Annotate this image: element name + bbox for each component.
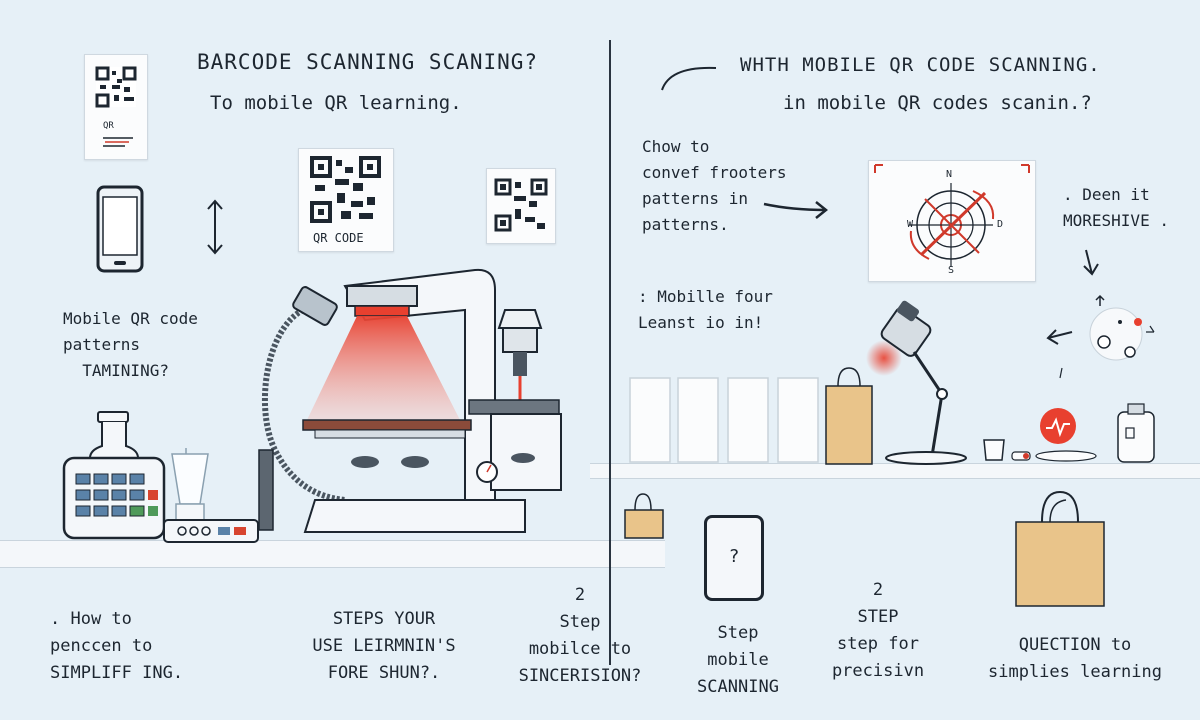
barcode-lines-icon [103, 137, 133, 147]
compass-n: N [946, 169, 953, 180]
compass-s: S [948, 265, 955, 276]
shopping-bag-shelf-icon [825, 367, 873, 465]
qr-code-icon [95, 66, 137, 108]
arrow-right-icon [763, 201, 829, 219]
right-subheading: in mobile QR codes scanin.? [783, 92, 1092, 114]
up-down-arrow-icon [207, 199, 223, 255]
step-caption-2: STEPS YOUR USE LEIRMNIN'S FORE SHUN?. [312, 609, 456, 683]
qr-card-small-label: QR [103, 121, 114, 131]
microscope-scanner-icon [258, 268, 562, 533]
step-caption-3: 2 Step mobilce to SINCERISION? [518, 585, 642, 686]
compass-w: W [907, 219, 914, 230]
right-shelf [590, 463, 1200, 479]
tablet-device: ? [704, 515, 764, 601]
qr-main-label: QR CODE [313, 231, 364, 245]
qr-code-icon [310, 156, 381, 223]
cash-register-icon [62, 411, 166, 540]
compass-e: D [997, 219, 1004, 230]
right-heading: WHTH MOBILE QR CODE SCANNING. [740, 54, 1101, 76]
shelf-items-icon [983, 403, 1155, 463]
arrow-down-icon [1083, 249, 1099, 276]
right-note-side: . Deen it MORESHIVE . [1063, 185, 1169, 230]
qr-card-side [486, 168, 556, 244]
step-caption-1: . How to penccen to SIMPLIFF ING. [50, 609, 184, 683]
paper-rolls-icon [629, 377, 819, 463]
shopping-bag-large-icon [1015, 490, 1105, 607]
tablet-question-mark: ? [728, 546, 740, 567]
compass-target-icon [874, 164, 1030, 267]
step-caption-4: Step mobile SCANNING [697, 623, 779, 697]
desk-lamp-scanner-icon [866, 300, 967, 465]
scatter-dots-icon [1046, 294, 1155, 379]
qr-code-icon [494, 178, 548, 232]
panel-divider [609, 40, 611, 665]
qr-card-main: QR CODE [298, 148, 394, 252]
right-note-mid: : Mobille four Leanst io in! [638, 287, 773, 332]
left-side-note: Mobile QR code patterns TAMINING? [63, 309, 198, 380]
shopping-bag-small-icon [624, 493, 664, 539]
curved-line-icon [661, 66, 717, 91]
step-caption-6: QUECTION to simplies learning [988, 635, 1162, 682]
left-counter [0, 540, 665, 568]
left-subheading: To mobile QR learning. [210, 92, 462, 114]
compass-card: N S W D [868, 160, 1036, 282]
step-caption-5: 2 STEP step for precisivn [831, 580, 925, 681]
qr-card-small: QR [84, 54, 148, 160]
right-note-top: Chow to convef frooters patterns in patt… [642, 137, 787, 234]
left-heading: BARCODE SCANNING SCANING? [197, 50, 539, 74]
smartphone-icon [96, 185, 144, 273]
barcode-scanner-device-icon [163, 519, 259, 543]
